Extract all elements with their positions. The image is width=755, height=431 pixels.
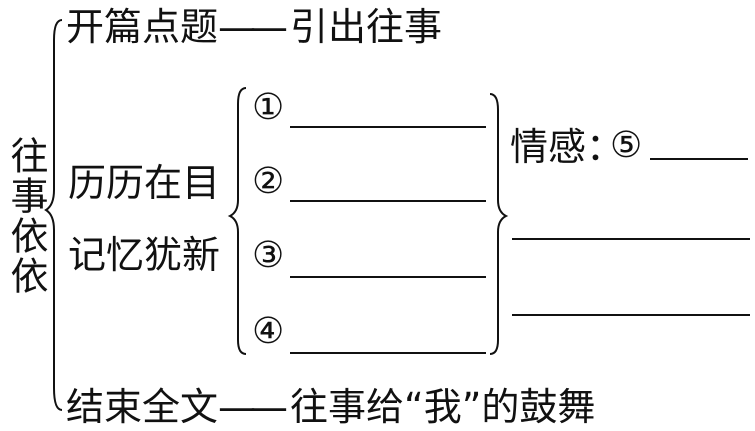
emotion-blank-1[interactable] xyxy=(650,158,748,160)
item-blank-4[interactable] xyxy=(290,352,486,354)
emotion-number: ⑤ xyxy=(610,125,643,166)
items-right-brace xyxy=(489,93,509,355)
emotion-blank-3[interactable] xyxy=(512,314,750,316)
item-number-3: ③ xyxy=(252,235,285,276)
ending-content: 往事给“我”的鼓舞 xyxy=(290,385,596,429)
item-blank-3[interactable] xyxy=(290,276,486,278)
item-number-4: ④ xyxy=(252,311,285,352)
intro-dash: —— xyxy=(218,5,288,49)
item-number-2: ② xyxy=(252,161,285,202)
main-left-brace xyxy=(44,19,63,411)
middle-part-line2: 记忆犹新 xyxy=(68,233,221,277)
emotion-blank-2[interactable] xyxy=(512,238,750,240)
theme-title: 往事依依 xyxy=(4,136,48,296)
ending-dash: —— xyxy=(218,385,288,429)
intro-part: 开篇点题 xyxy=(66,5,219,49)
item-blank-2[interactable] xyxy=(290,200,486,202)
intro-row: 开篇点题——引出往事 xyxy=(66,8,442,46)
items-left-brace xyxy=(227,87,247,355)
item-blank-1[interactable] xyxy=(290,126,486,128)
ending-row: 结束全文——往事给“我”的鼓舞 xyxy=(66,388,595,426)
emotion-label: 情感： xyxy=(510,125,625,169)
ending-part: 结束全文 xyxy=(66,385,219,429)
item-number-1: ① xyxy=(252,87,285,128)
middle-part-line1: 历历在目 xyxy=(68,161,221,205)
intro-content: 引出往事 xyxy=(290,5,443,49)
